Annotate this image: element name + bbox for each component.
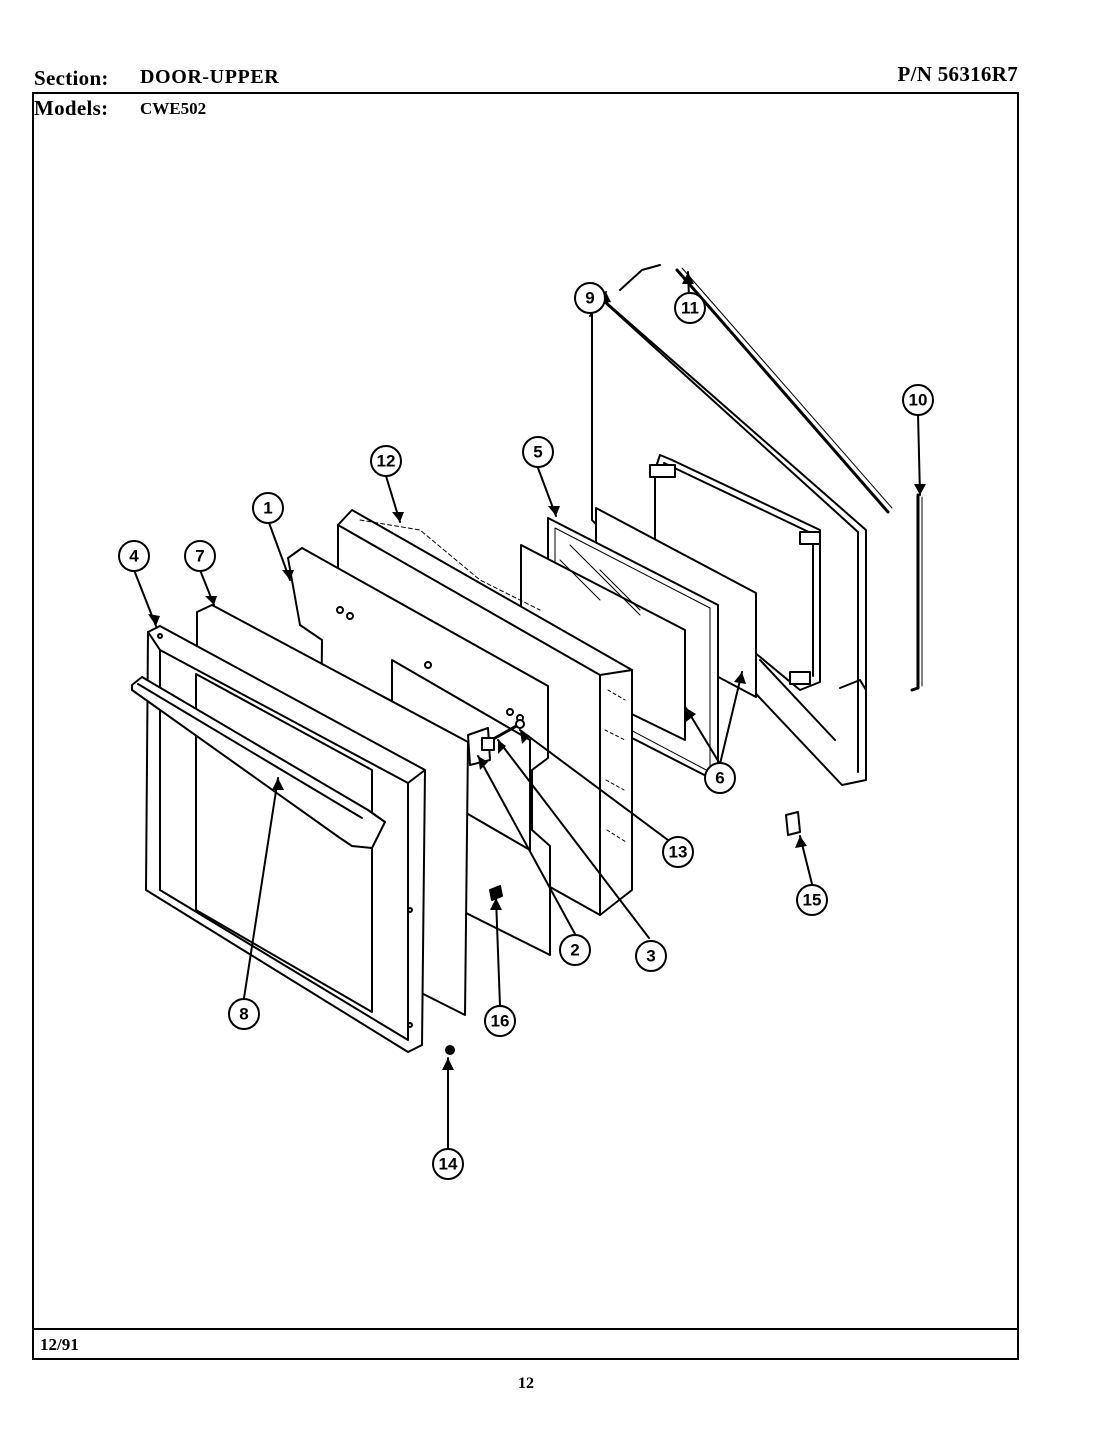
callout-2: 2 (570, 941, 579, 960)
door-handle (131, 676, 386, 849)
callout-11: 11 (681, 299, 699, 318)
hinge-bracket (467, 719, 525, 766)
models-value: CWE502 (140, 99, 207, 118)
side-rod (910, 493, 923, 692)
leader-arrowheads (148, 272, 926, 1070)
top-rod (675, 267, 893, 514)
page-frame (32, 92, 1019, 1360)
bumper (785, 811, 801, 836)
callout-10: 10 (909, 391, 928, 410)
part-number: P/N 56316R7 (897, 62, 1018, 86)
footer-divider (32, 1328, 1019, 1330)
models-label: Models: (34, 96, 109, 120)
callout-5: 5 (533, 443, 542, 462)
callout-12: 12 (377, 452, 396, 471)
section-value: DOOR-UPPER (140, 66, 280, 88)
screw-16 (489, 885, 503, 901)
callout-1: 1 (263, 499, 272, 518)
callout-16: 16 (491, 1012, 510, 1031)
callout-9: 9 (585, 289, 594, 308)
callout-7: 7 (195, 547, 204, 566)
callout-6: 6 (715, 769, 724, 788)
callout-13: 13 (669, 843, 688, 862)
callout-4: 4 (129, 547, 139, 566)
page-number: 12 (518, 1375, 534, 1392)
inner-door-panel (591, 264, 867, 786)
footer-date: 12/91 (40, 1335, 79, 1354)
callout-3: 3 (646, 947, 655, 966)
callout-circles (118, 282, 934, 1180)
callout-14: 14 (439, 1155, 458, 1174)
callout-8: 8 (239, 1005, 248, 1024)
callout-15: 15 (803, 891, 822, 910)
screw-14 (445, 1045, 455, 1055)
section-label: Section: (34, 66, 109, 90)
